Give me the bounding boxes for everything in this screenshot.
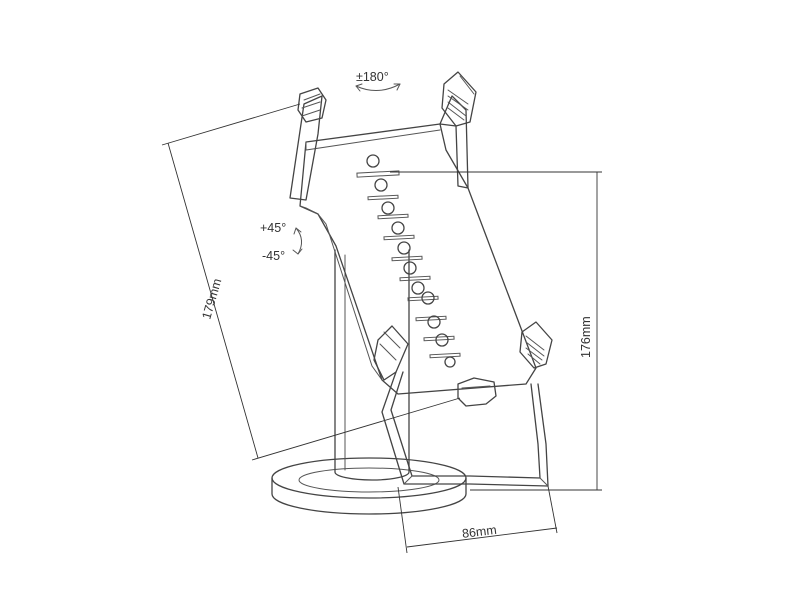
dimension-86mm [397, 485, 558, 554]
dimension-label-height: 176mm [579, 316, 593, 358]
tilt-arrow-icon [292, 227, 303, 255]
tilt-down-label: -45° [262, 249, 285, 263]
tilt-up-label: +45° [260, 221, 286, 235]
clamp-arm-bottom-right [519, 321, 553, 369]
mounting-holes [366, 154, 456, 368]
clamp-arm-top-right [439, 71, 477, 189]
dimension-label-width: 86mm [461, 523, 497, 541]
rotation-label: ±180° [356, 70, 389, 84]
rotation-arrow-icon [355, 83, 401, 92]
clamp-arm-top-left [289, 87, 327, 201]
support-column [334, 249, 410, 481]
wire-bracket [381, 371, 549, 487]
center-clip [457, 377, 497, 407]
dimension-179mm [161, 103, 461, 461]
clamp-arm-bottom-left [373, 325, 409, 381]
base-plate [271, 457, 467, 515]
dimension-176mm [390, 171, 602, 491]
dimension-label-diag-height: 179mm [199, 277, 224, 321]
mounting-plate [299, 123, 537, 395]
adjustment-slots [356, 170, 461, 359]
